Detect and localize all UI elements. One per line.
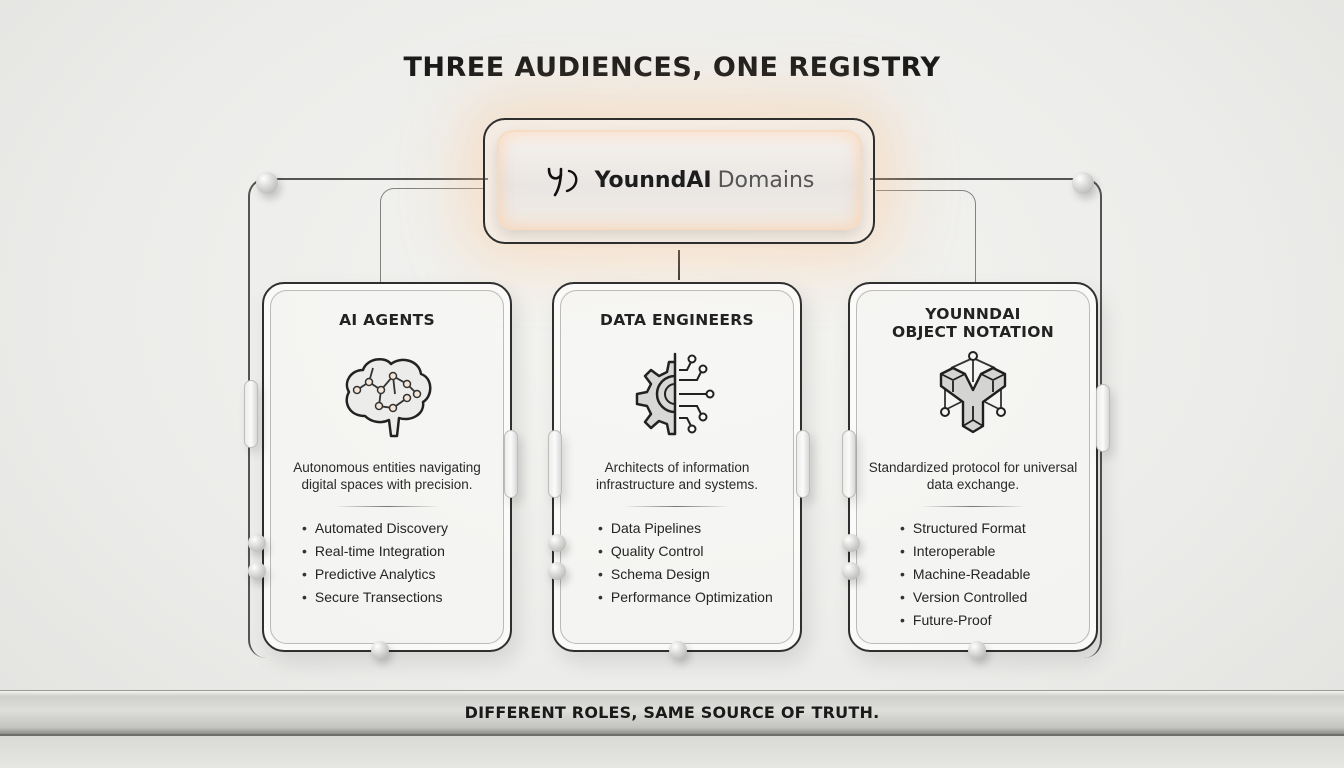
- brand-suffix: Domains: [717, 167, 815, 193]
- list-item: Structured Format: [900, 517, 1030, 540]
- list-item: Machine-Readable: [900, 563, 1031, 586]
- list-item: Version Controlled: [900, 586, 1030, 609]
- feature-list: Automated Discovery Real-time Integratio…: [302, 517, 448, 609]
- list-item: Automated Discovery: [302, 517, 448, 540]
- list-item: Future-Proof: [900, 609, 1030, 632]
- card-description: Autonomous entities navigating digital s…: [293, 460, 481, 492]
- card-title-line2: OBJECT NOTATION: [892, 323, 1054, 341]
- card-data-engineers[interactable]: DATA ENGINEERS Architects of information…: [552, 282, 802, 652]
- brand-name: YounndAI: [594, 167, 712, 193]
- yd-monogram-icon: [547, 167, 578, 197]
- card-description: Architects of information infrastructure…: [595, 460, 759, 492]
- footer-tagline: DIFFERENT ROLES, SAME SOURCE OF TRUTH.: [464, 703, 880, 722]
- card-ai-agents[interactable]: AI AGENTS Autonomous entities navigating…: [262, 282, 512, 652]
- feature-list: Structured Format Interoperable Machine-…: [900, 517, 1031, 632]
- page-title: THREE AUDIENCES, ONE REGISTRY: [403, 52, 941, 83]
- list-item: Real-time Integration: [302, 540, 448, 563]
- divider: [334, 506, 440, 507]
- list-item: Performance Optimization: [598, 586, 773, 609]
- card-object-notation[interactable]: YOUNNDAI OBJECT NOTATION Standardized pr…: [848, 282, 1098, 652]
- brain-network-icon: [345, 357, 432, 438]
- divider: [624, 506, 730, 507]
- card-description: Standardized protocol for universal data…: [868, 460, 1078, 492]
- card-title: AI AGENTS: [339, 311, 435, 329]
- feature-list: Data Pipelines Quality Control Schema De…: [598, 517, 773, 609]
- list-item: Predictive Analytics: [302, 563, 448, 586]
- gear-circuit-icon: [635, 352, 715, 436]
- list-item: Data Pipelines: [598, 517, 773, 540]
- hub-logo-panel[interactable]: YounndAI Domains: [497, 130, 862, 230]
- floor: [0, 736, 1344, 768]
- divider: [920, 506, 1026, 507]
- list-item: Secure Transections: [302, 586, 448, 609]
- list-item: Quality Control: [598, 540, 773, 563]
- footer-bar: DIFFERENT ROLES, SAME SOURCE OF TRUTH.: [0, 690, 1344, 736]
- list-item: Schema Design: [598, 563, 773, 586]
- card-title-line1: YOUNNDAI: [925, 305, 1021, 323]
- list-item: Interoperable: [900, 540, 1030, 563]
- card-title: DATA ENGINEERS: [600, 311, 754, 329]
- y-cube-network-icon: [939, 351, 1007, 434]
